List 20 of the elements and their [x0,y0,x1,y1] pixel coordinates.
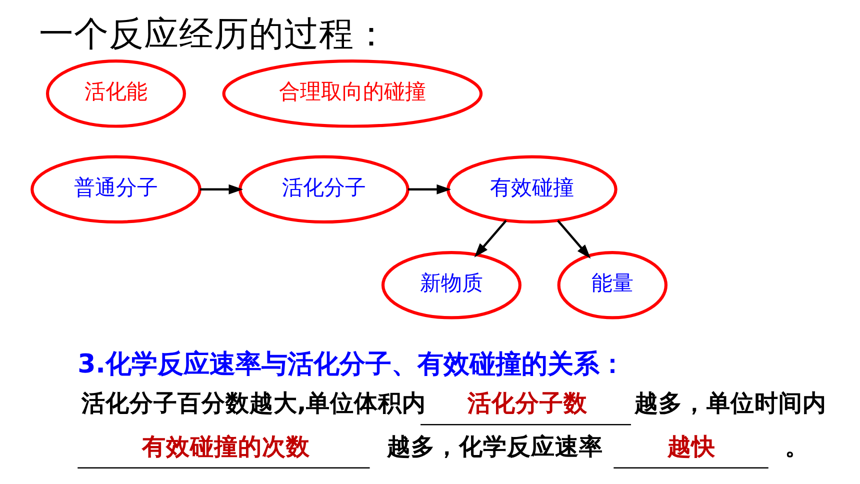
label: 有效碰撞的次数 [141,432,310,461]
diagram-title: 一个反应经历的过程： [38,14,388,55]
node-ellipse: 活化能 [45,60,186,128]
node-ellipse: 能量 [556,250,668,320]
label: 3.化学反应速率与活化分子、有效碰撞的关系： [77,349,626,380]
node-ellipse: 新物质 [380,250,521,320]
node-ellipse: 合理取向的碰撞 [222,60,482,128]
label: 越快 [666,432,715,461]
arrow [408,184,451,194]
node-ellipse: 活化分子 [238,155,409,224]
node-ellipse: 普通分子 [30,155,201,224]
label: 活化分子百分数越大,单位体积内 [80,389,426,418]
label: 越多，化学反应速率 [386,432,603,461]
arrow [556,220,590,259]
node-ellipse: 有效碰撞 [446,155,617,224]
arrow [474,220,506,258]
label: 活化分子数 [467,389,588,418]
label: 。 [784,432,809,461]
arrow [200,184,243,194]
label: 越多，单位时间内 [634,389,826,418]
